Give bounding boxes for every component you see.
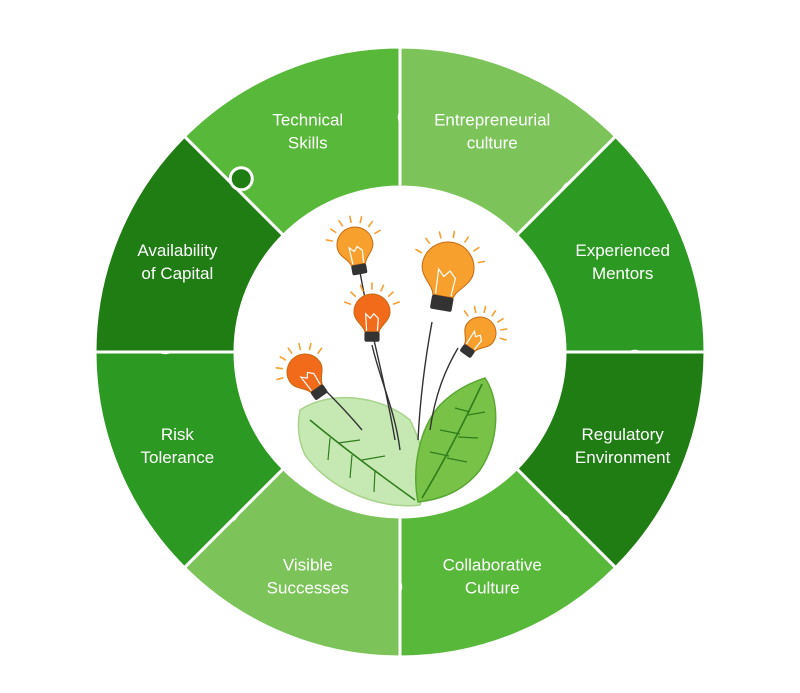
segment-label-line2: Environment bbox=[575, 448, 671, 467]
lightbulb-icon bbox=[325, 215, 381, 276]
light-leaf bbox=[297, 396, 426, 507]
segment-label-line2: Successes bbox=[267, 579, 349, 598]
segment-label-line1: Technical bbox=[272, 110, 343, 129]
segment-label-line2: of Capital bbox=[141, 264, 213, 283]
segment-label-line2: culture bbox=[467, 133, 518, 152]
segment-label-line2: Culture bbox=[465, 579, 520, 598]
puzzle-segment bbox=[93, 134, 286, 354]
segment-label-line2: Tolerance bbox=[140, 448, 214, 467]
lightbulb-icon bbox=[275, 342, 328, 400]
lightbulbs-and-leaves-icon bbox=[275, 215, 508, 507]
segment-label-line1: Experienced bbox=[575, 241, 670, 260]
segment-label-line1: Availability bbox=[137, 241, 218, 260]
segment-label: Entrepreneurial culture bbox=[434, 110, 550, 152]
segment-label-line2: Skills bbox=[288, 133, 328, 152]
dark-leaf bbox=[415, 377, 497, 503]
lightbulb-icon bbox=[415, 230, 486, 312]
segment-label-line2: Mentors bbox=[592, 264, 653, 283]
segment-label-line1: Entrepreneurial bbox=[434, 110, 550, 129]
puzzle-knob bbox=[228, 166, 254, 192]
segment-label-line1: Collaborative bbox=[443, 556, 542, 575]
lightbulb-icon bbox=[460, 305, 508, 358]
segment-label-line1: Risk bbox=[161, 425, 195, 444]
segment-label-line1: Visible bbox=[283, 556, 333, 575]
segment-label: Availability of Capital bbox=[137, 241, 218, 283]
lightbulb-icon bbox=[343, 282, 401, 342]
segment-label-line1: Regulatory bbox=[582, 425, 665, 444]
